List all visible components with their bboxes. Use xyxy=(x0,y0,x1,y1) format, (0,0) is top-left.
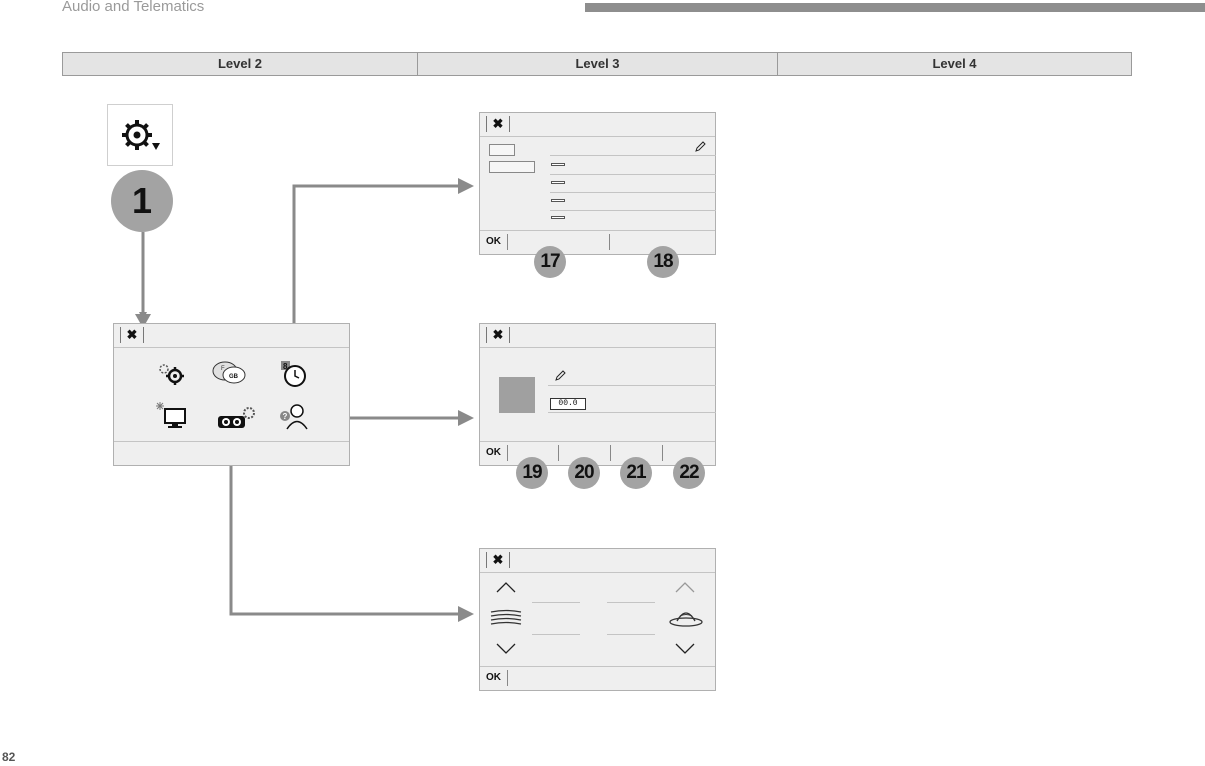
language-flag-bubble-icon[interactable]: F GB xyxy=(212,360,248,386)
close-button[interactable]: ✖ xyxy=(120,327,144,343)
clock-tag-text: 8 xyxy=(283,362,288,371)
audio-ambience-panel: ✖ OK xyxy=(479,548,716,691)
arrow-audio-to-panel xyxy=(229,432,470,616)
ok-button[interactable]: OK xyxy=(486,236,501,247)
audio-settings-icon[interactable] xyxy=(217,406,257,430)
ok-button[interactable]: OK xyxy=(486,672,501,683)
arrow-up-icon[interactable] xyxy=(496,581,516,593)
callout-20: 20 xyxy=(568,457,600,489)
edit-pencil-icon[interactable] xyxy=(694,141,706,153)
section-title: Audio and Telematics xyxy=(62,0,205,15)
list-item-marker xyxy=(551,199,565,202)
user-tag-text: ? xyxy=(283,412,288,421)
level-header-table: Level 2 Level 3 Level 4 xyxy=(62,52,1132,76)
arrow-clock-to-panel xyxy=(292,184,470,372)
level-4-header: Level 4 xyxy=(777,53,1131,75)
callout-21: 21 xyxy=(620,457,652,489)
settings-button[interactable] xyxy=(107,104,173,166)
settings-gears-icon[interactable] xyxy=(156,362,186,386)
list-item-marker xyxy=(551,216,565,219)
page-number: 82 xyxy=(2,750,16,764)
arrow-up-icon[interactable] xyxy=(675,581,695,593)
flag-letter-f: F xyxy=(221,366,225,372)
display-brightness-icon[interactable] xyxy=(156,402,188,430)
clock-icon[interactable]: 8 xyxy=(280,360,308,388)
arrow-down-icon[interactable] xyxy=(675,643,695,655)
callout-22: 22 xyxy=(673,457,705,489)
user-profile-icon[interactable]: ? xyxy=(279,402,309,430)
clock-settings-panel: ✖ OK xyxy=(479,112,716,255)
header-bar xyxy=(585,3,1205,12)
ok-button[interactable]: OK xyxy=(486,447,501,458)
settings-menu-panel: ✖ F GB 8 ? xyxy=(113,323,350,466)
sound-waves-icon xyxy=(490,609,522,625)
edit-pencil-icon[interactable] xyxy=(554,370,566,382)
arrow-down-icon[interactable] xyxy=(496,643,516,655)
profile-settings-panel: ✖ 00.0 OK xyxy=(479,323,716,466)
profile-value-field[interactable]: 00.0 xyxy=(550,398,586,410)
profile-image xyxy=(499,377,535,413)
callout-18: 18 xyxy=(647,246,679,278)
flag-letter-gb: GB xyxy=(229,374,239,380)
option-box[interactable] xyxy=(489,161,535,173)
level-3-header: Level 3 xyxy=(417,53,777,75)
level-2-header: Level 2 xyxy=(217,56,263,71)
close-button[interactable]: ✖ xyxy=(486,327,510,343)
callout-17: 17 xyxy=(534,246,566,278)
sound-dome-icon xyxy=(669,612,703,627)
list-item-marker xyxy=(551,181,565,184)
toggle-box[interactable] xyxy=(489,144,515,156)
close-button[interactable]: ✖ xyxy=(486,552,510,568)
list-item-marker xyxy=(551,163,565,166)
step-1-badge: 1 xyxy=(111,170,173,232)
callout-19: 19 xyxy=(516,457,548,489)
close-button[interactable]: ✖ xyxy=(486,116,510,132)
settings-gear-dropdown-icon xyxy=(122,120,160,150)
